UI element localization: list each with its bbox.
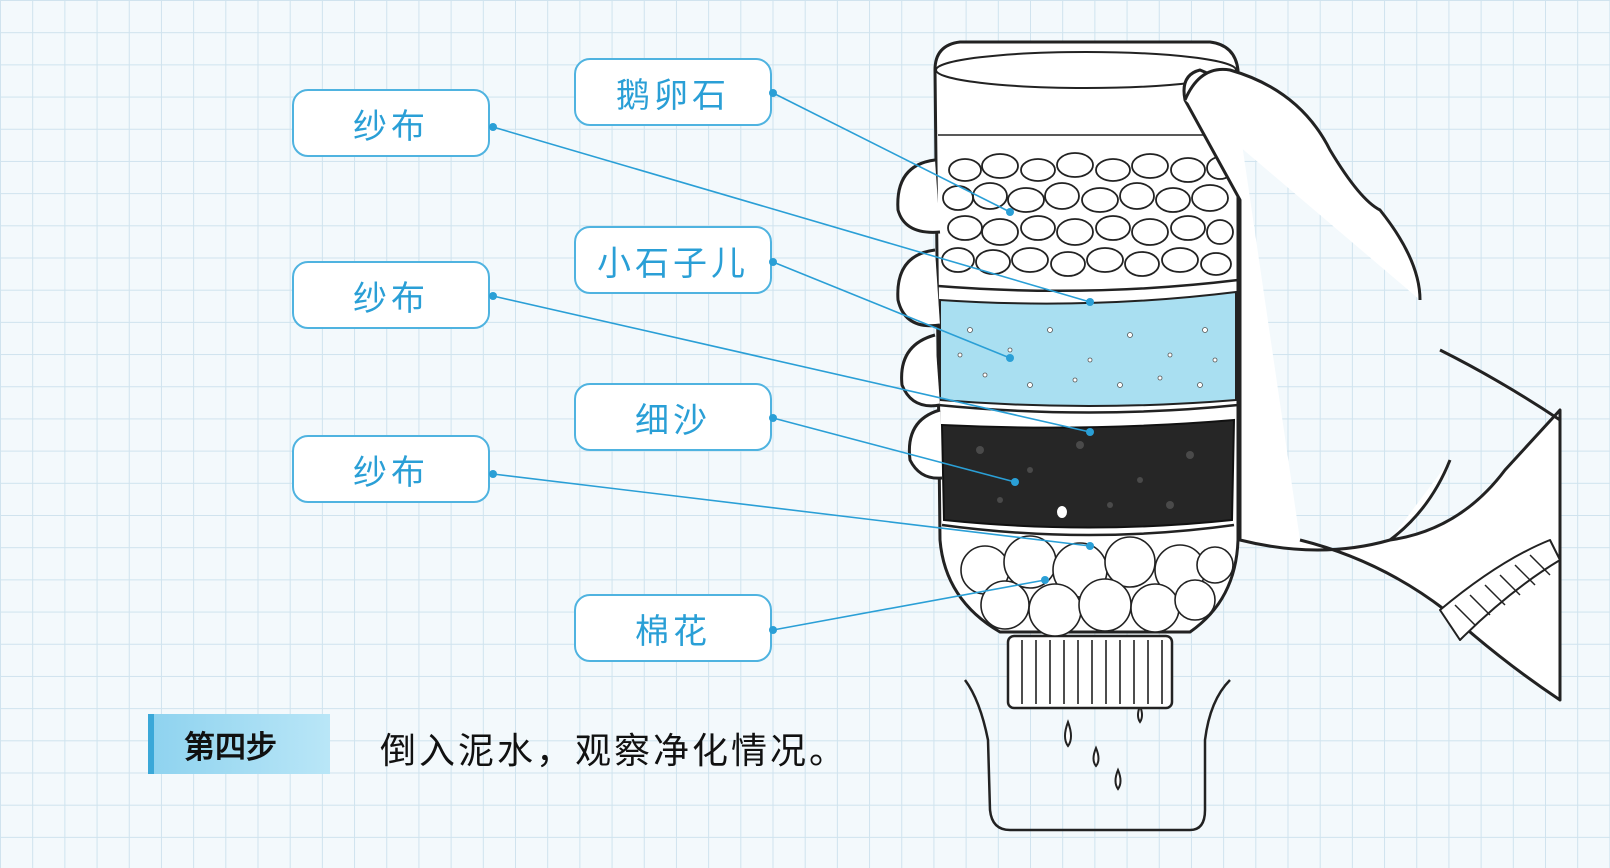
connector-dot-small-stones: [769, 258, 777, 266]
connector-dot-gauze-2: [489, 292, 497, 300]
step-tag: 第四步: [148, 714, 330, 774]
water-drops: [1064, 703, 1143, 791]
bottle: [933, 40, 1240, 637]
cotton-layer: [960, 535, 1234, 637]
connector-dot-fine-sand: [769, 414, 777, 422]
pebbles: [941, 152, 1234, 277]
hand: [896, 67, 1562, 702]
step-instruction: 倒入泥水，观察净化情况。: [380, 731, 849, 772]
connector-dot-cotton: [769, 626, 777, 634]
leader-endpoints: [1006, 208, 1094, 584]
label-fine-sand: 细沙: [574, 383, 772, 451]
charcoal-specks: [976, 441, 1194, 509]
sand-specks: [957, 327, 1218, 388]
connector-dot-gauze-3: [489, 470, 497, 478]
connector-dot-pebbles: [769, 89, 777, 97]
label-pebbles: 鹅卵石: [574, 58, 772, 126]
beaker: [963, 679, 1231, 832]
label-small-stones: 小石子儿: [574, 226, 772, 294]
label-gauze-1: 纱布: [292, 89, 490, 157]
label-cotton: 棉花: [574, 594, 772, 662]
bottle-cap: [1006, 634, 1174, 710]
charcoal-layer: [940, 418, 1236, 529]
leader-lines: [492, 92, 1091, 631]
label-gauze-2: 纱布: [292, 261, 490, 329]
sand-layer: [939, 290, 1237, 407]
connector-dot-gauze-1: [489, 123, 497, 131]
label-gauze-3: 纱布: [292, 435, 490, 503]
